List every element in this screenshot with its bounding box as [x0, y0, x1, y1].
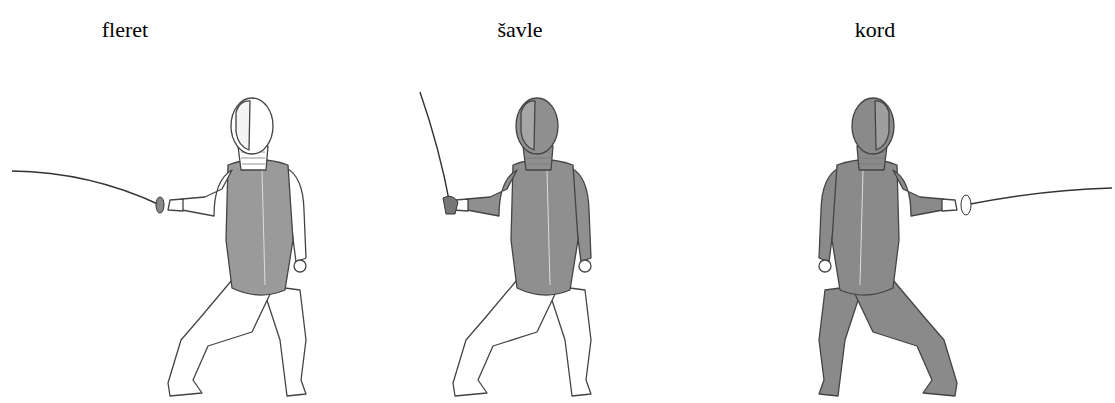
weapon-label: fleret — [102, 17, 148, 43]
weapon-label: kord — [855, 17, 895, 43]
weapon-label: šavle — [497, 17, 542, 43]
